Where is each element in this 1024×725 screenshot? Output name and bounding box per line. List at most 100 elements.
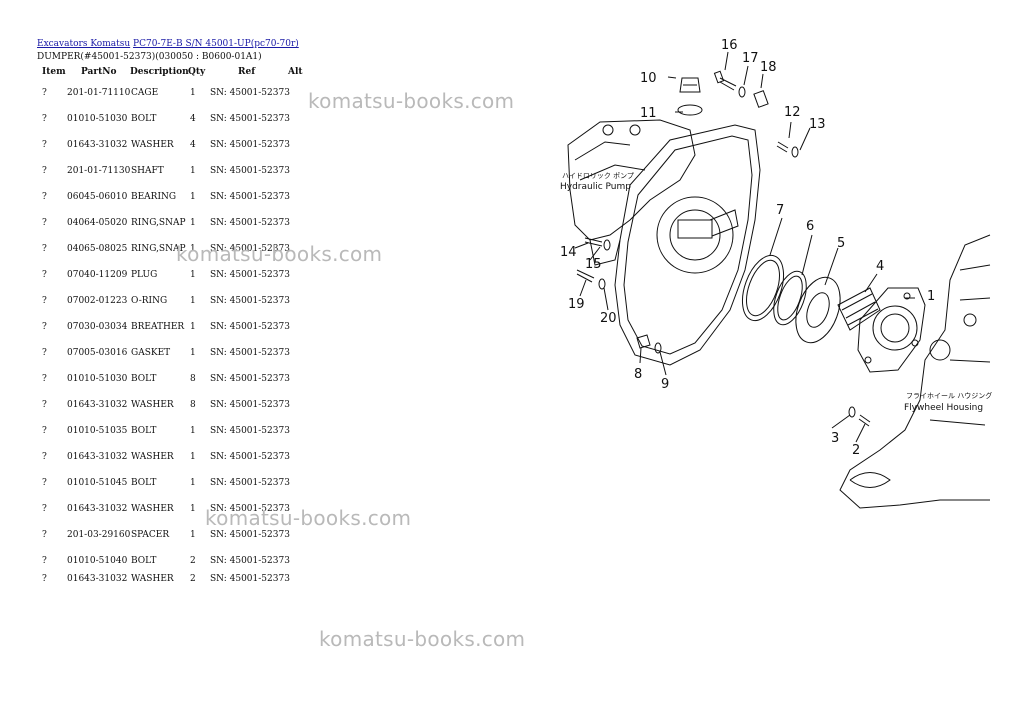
row-ref: SN: 45001-52373 (210, 574, 290, 584)
exploded-parts-diagram: ハイドロリック ポンプ Hydraulic Pump フライホイール ハウジング… (560, 38, 992, 509)
row-item: ? (42, 556, 47, 566)
row-description: SPACER (131, 530, 170, 540)
row-ref: SN: 45001-52373 (210, 270, 290, 280)
row-qty: 1 (190, 322, 196, 332)
row-partno: 07040-11209 (67, 270, 128, 280)
row-partno: 01643-31032 (67, 400, 128, 410)
row-description: WASHER (131, 574, 174, 584)
row-ref: SN: 45001-52373 (210, 348, 290, 358)
header-partno: PartNo (81, 67, 117, 77)
row-item: ? (42, 322, 47, 332)
row-ref: SN: 45001-52373 (210, 530, 290, 540)
row-description: BREATHER (131, 322, 185, 332)
callout-8: 8 (634, 367, 642, 382)
row-description: BOLT (131, 114, 157, 124)
row-description: WASHER (131, 504, 174, 514)
row-ref: SN: 45001-52373 (210, 296, 290, 306)
row-partno: 201-01-71130 (67, 166, 131, 176)
row-partno: 07002-01223 (67, 296, 128, 306)
callout-4: 4 (876, 259, 884, 274)
row-partno: 01010-51035 (67, 426, 128, 436)
row-qty: 1 (190, 452, 196, 462)
row-description: RING,SNAP (131, 218, 186, 228)
callout-11: 11 (640, 106, 657, 121)
row-ref: SN: 45001-52373 (210, 556, 290, 566)
row-item: ? (42, 478, 47, 488)
row-item: ? (42, 504, 47, 514)
row-description: BOLT (131, 374, 157, 384)
row-ref: SN: 45001-52373 (210, 114, 290, 124)
callout-3: 3 (831, 431, 839, 446)
callout-17: 17 (742, 51, 759, 66)
row-partno: 01643-31032 (67, 574, 128, 584)
row-description: O-RING (131, 296, 168, 306)
row-description: WASHER (131, 400, 174, 410)
row-item: ? (42, 530, 47, 540)
row-partno: 06045-06010 (67, 192, 128, 202)
watermark: komatsu-books.com (319, 627, 526, 651)
row-ref: SN: 45001-52373 (210, 426, 290, 436)
row-qty: 1 (190, 270, 196, 280)
callout-6: 6 (806, 219, 814, 234)
row-item: ? (42, 192, 47, 202)
callout-2: 2 (852, 443, 860, 458)
row-item: ? (42, 88, 47, 98)
row-ref: SN: 45001-52373 (210, 140, 290, 150)
flywheel-housing-label: Flywheel Housing (904, 403, 983, 413)
row-ref: SN: 45001-52373 (210, 374, 290, 384)
row-item: ? (42, 166, 47, 176)
breadcrumb-link-model[interactable]: PC70-7E-B S/N 45001-UP(pc70-70r) (133, 39, 299, 49)
row-partno: 01643-31032 (67, 504, 128, 514)
row-ref: SN: 45001-52373 (210, 452, 290, 462)
row-partno: 07030-03034 (67, 322, 128, 332)
row-item: ? (42, 400, 47, 410)
row-item: ? (42, 114, 47, 124)
row-item: ? (42, 244, 47, 254)
row-qty: 1 (190, 530, 196, 540)
row-qty: 1 (190, 166, 196, 176)
row-qty: 1 (190, 296, 196, 306)
row-partno: 04065-08025 (67, 244, 128, 254)
row-qty: 1 (190, 244, 196, 254)
row-qty: 1 (190, 478, 196, 488)
callout-19: 19 (568, 297, 585, 312)
row-partno: 01010-51030 (67, 374, 128, 384)
row-qty: 4 (190, 140, 196, 150)
callout-1: 1 (927, 289, 935, 304)
row-qty: 1 (190, 88, 196, 98)
breadcrumb: Excavators Komatsu PC70-7E-B S/N 45001-U… (37, 39, 299, 49)
row-item: ? (42, 574, 47, 584)
hydraulic-pump-label: Hydraulic Pump (560, 182, 631, 192)
row-qty: 1 (190, 192, 196, 202)
row-qty: 8 (190, 400, 196, 410)
header-alt: Alt (288, 67, 303, 77)
callout-20: 20 (600, 311, 617, 326)
row-qty: 2 (190, 556, 196, 566)
row-item: ? (42, 348, 47, 358)
breadcrumb-link-category[interactable]: Excavators Komatsu (37, 39, 131, 49)
row-description: BOLT (131, 556, 157, 566)
callout-18: 18 (760, 60, 777, 75)
row-partno: 04064-05020 (67, 218, 128, 228)
flywheel-housing-jp-label: フライホイール ハウジング (906, 391, 992, 400)
row-partno: 01643-31032 (67, 140, 128, 150)
row-qty: 8 (190, 374, 196, 384)
row-qty: 1 (190, 348, 196, 358)
watermark: komatsu-books.com (308, 89, 515, 113)
callout-15: 15 (585, 257, 602, 272)
hydraulic-pump-jp-label: ハイドロリック ポンプ (562, 172, 634, 180)
row-partno: 07005-03016 (67, 348, 128, 358)
row-description: WASHER (131, 140, 174, 150)
row-description: CAGE (131, 88, 159, 98)
callout-10: 10 (640, 71, 657, 86)
row-partno: 201-03-29160 (67, 530, 131, 540)
callout-5: 5 (837, 236, 845, 251)
row-ref: SN: 45001-52373 (210, 478, 290, 488)
row-description: RING,SNAP (131, 244, 186, 254)
row-qty: 1 (190, 426, 196, 436)
header-description: Description (130, 67, 189, 77)
watermark: komatsu-books.com (205, 506, 412, 530)
row-qty: 4 (190, 114, 196, 124)
row-qty: 1 (190, 504, 196, 514)
row-ref: SN: 45001-52373 (210, 192, 290, 202)
